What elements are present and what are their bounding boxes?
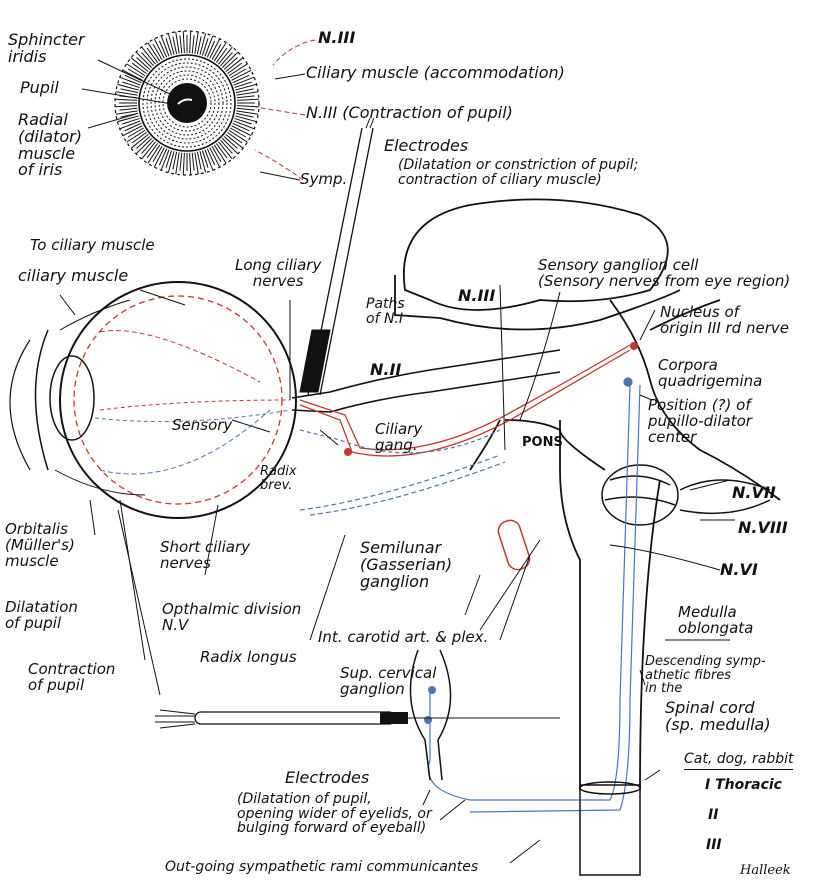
label-paths-n1: Paths of N.I — [366, 297, 405, 326]
eyeball — [10, 282, 296, 518]
label-int-carotid: Int. carotid art. & plex. — [318, 630, 488, 646]
label-radial-muscle: Radial (dilator) muscle of iris — [18, 112, 82, 179]
label-animals: Cat, dog, rabbit — [684, 752, 793, 770]
label-symp: Symp. — [300, 172, 347, 188]
label-n8: N.VIII — [738, 520, 788, 537]
label-opthalmic-division: Opthalmic division N.V — [162, 602, 301, 634]
label-nucleus-origin: Nucleus of origin III rd nerve — [660, 305, 789, 337]
label-electrodes-bottom: Electrodes — [285, 770, 369, 787]
bottom-electrodes — [155, 710, 560, 728]
label-descending-fibres: Descending symp- athetic fibres in the — [645, 655, 766, 696]
label-n3-mid: N.III — [458, 288, 495, 305]
label-spinal-cord: Spinal cord (sp. medulla) — [665, 700, 771, 734]
label-thoracic-2: II — [708, 808, 718, 823]
label-sphincter-iridis: Sphincter iridis — [8, 32, 85, 66]
label-ciliary-accommodation: Ciliary muscle (accommodation) — [306, 65, 565, 82]
spinal-segment — [580, 782, 640, 875]
label-radix-longus: Radix longus — [200, 650, 297, 666]
label-sensory: Sensory — [172, 418, 232, 434]
label-sup-cervical-ganglion: Sup. cervical ganglion — [340, 666, 436, 698]
label-n6: N.VI — [720, 562, 758, 579]
label-electrodes-top-desc: (Dilatation or constriction of pupil; co… — [398, 158, 638, 187]
label-n7: N.VII — [732, 485, 776, 502]
signature: Halleek — [740, 864, 791, 878]
label-pupil: Pupil — [20, 80, 59, 97]
label-medulla-oblongata: Medulla oblongata — [678, 605, 753, 637]
label-semilunar-ganglion: Semilunar (Gasserian) ganglion — [360, 540, 452, 590]
label-radix-brev: Radix brev. — [260, 465, 297, 492]
label-n3-top: N.III — [318, 30, 355, 47]
label-corpora-quadrigemina: Corpora quadrigemina — [658, 358, 762, 390]
pupil — [167, 83, 207, 123]
label-short-ciliary-nerves: Short ciliary nerves — [160, 540, 250, 572]
label-electrodes-bottom-desc: (Dilatation of pupil, opening wider of e… — [237, 792, 432, 836]
label-rami-communicantes: Out-going sympathetic rami communicantes — [165, 860, 478, 875]
label-orbitalis-muscle: Orbitalis (Müller's) muscle — [5, 522, 75, 569]
n3-pathway — [300, 342, 638, 456]
label-thoracic-1: I Thoracic — [705, 778, 782, 793]
label-long-ciliary-nerves: Long ciliary nerves — [235, 258, 321, 290]
label-n2: N.II — [370, 362, 401, 379]
iris-drawing — [115, 31, 259, 175]
label-ciliary-gang: Ciliary gang. — [375, 422, 422, 454]
label-contraction-pupil: Contraction of pupil — [28, 662, 115, 694]
label-to-ciliary-muscle: To ciliary muscle — [30, 238, 155, 254]
label-thoracic-3: III — [706, 838, 722, 853]
label-electrodes-top: Electrodes — [384, 138, 468, 155]
sympathetic-pathway — [300, 378, 640, 812]
label-dilatation-pupil: Dilatation of pupil — [5, 600, 78, 632]
label-pupillo-dilator-center: Position (?) of pupillo-dilator center — [648, 398, 752, 445]
label-ciliary-muscle: ciliary muscle — [18, 268, 128, 285]
label-sensory-ganglion: Sensory ganglion cell (Sensory nerves fr… — [538, 258, 790, 290]
label-n3-contraction: N.III (Contraction of pupil) — [306, 105, 513, 122]
label-pons: PONS — [522, 436, 563, 450]
optic-nerve — [292, 350, 560, 412]
